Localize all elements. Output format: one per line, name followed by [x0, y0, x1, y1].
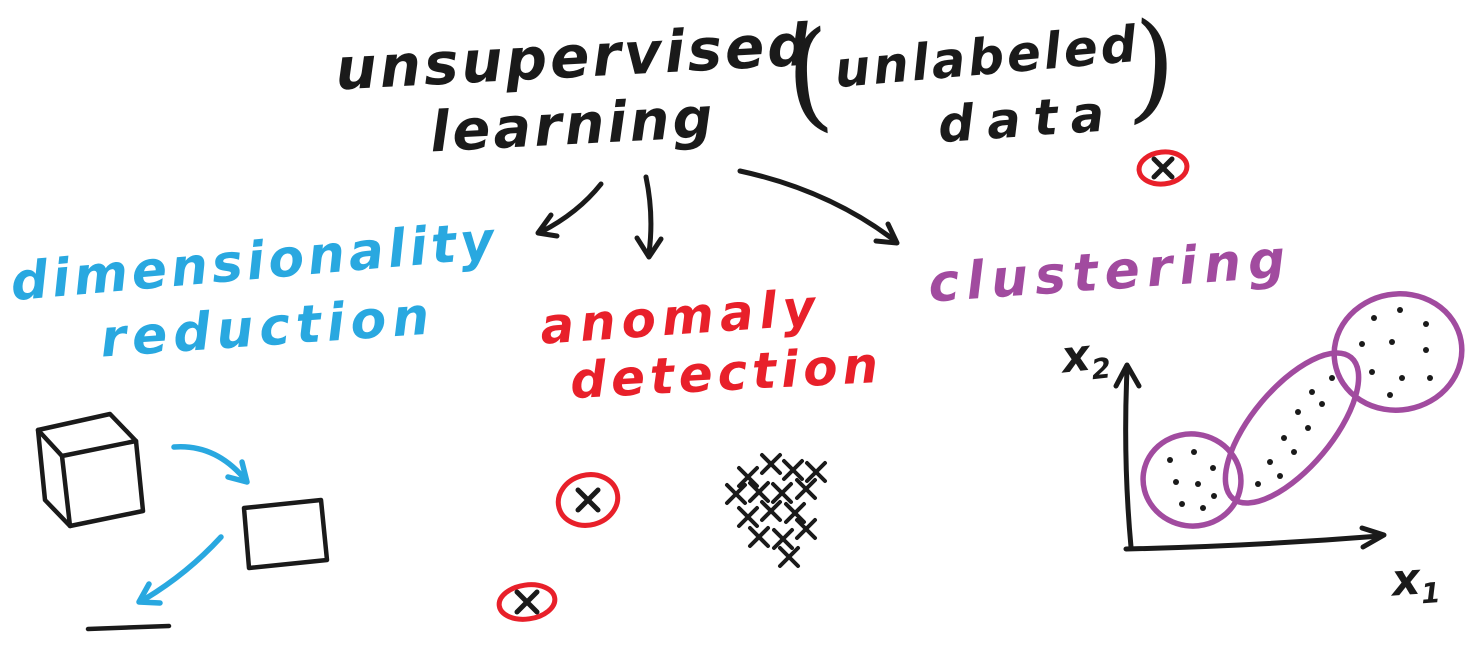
- blue-arrow-cube-to-square: [171, 444, 250, 485]
- arrow-head: [136, 581, 163, 606]
- arrow-head: [535, 212, 560, 239]
- square-2d-sketch: [241, 497, 330, 571]
- y-axis: [1113, 362, 1142, 550]
- x-mark: [805, 461, 827, 483]
- circled-anomalies: [496, 149, 1190, 622]
- arrow-to-clustering: [737, 168, 900, 246]
- cluster-dot: [1369, 369, 1375, 375]
- cluster-dot: [1359, 341, 1365, 347]
- paren-open: (: [781, 4, 837, 146]
- y-axis-label-letter: x: [1059, 329, 1093, 384]
- cluster-dot: [1281, 435, 1287, 441]
- cluster-dot: [1195, 481, 1201, 487]
- x-mark: [782, 459, 804, 481]
- x-mark: [772, 528, 794, 550]
- anomaly-circle: [1136, 149, 1190, 187]
- cluster-dot: [1397, 307, 1403, 313]
- cluster-dot: [1329, 375, 1335, 381]
- arrow-head: [873, 221, 900, 246]
- cluster-outline-3: [1331, 291, 1465, 413]
- cluster-dot: [1267, 459, 1273, 465]
- cluster-dot: [1423, 321, 1429, 327]
- x-mark: [795, 478, 817, 500]
- x-mark: [778, 546, 800, 568]
- cluster-dot: [1200, 505, 1206, 511]
- x-mark: [737, 466, 759, 488]
- blue-arrow-square-to-line: [136, 534, 224, 606]
- cluster-dot: [1210, 465, 1216, 471]
- x-axis-label-sub: 1: [1419, 576, 1442, 611]
- cube-3d-sketch: [35, 411, 146, 529]
- cluster-dot: [1179, 501, 1185, 507]
- cluster-dot: [1389, 339, 1395, 345]
- y-axis-line: [1123, 367, 1134, 550]
- x-mark: [795, 518, 817, 540]
- x-axis: [1123, 525, 1387, 552]
- arrow-to-anomaly-detection: [634, 174, 664, 260]
- label-detection: detection: [568, 335, 885, 411]
- x-axis-label-letter: x: [1390, 553, 1422, 607]
- x-mark: [760, 453, 782, 475]
- arrow-shaft: [538, 181, 604, 235]
- y-axis-label: x2: [1059, 329, 1113, 388]
- arrow-shaft: [171, 444, 246, 480]
- cluster-outlines: [1140, 291, 1465, 529]
- x-axis-line: [1123, 533, 1383, 552]
- scatter-x-marks: [725, 453, 827, 568]
- cluster-dot: [1305, 425, 1311, 431]
- paren-close: ): [1125, 0, 1181, 138]
- cluster-dot: [1399, 375, 1405, 381]
- line-1d-sketch: [85, 623, 172, 632]
- cluster-dot: [1309, 389, 1315, 395]
- y-axis-label-sub: 2: [1089, 351, 1113, 387]
- cube-top-face: [35, 411, 139, 459]
- cube-side-face: [35, 427, 73, 529]
- y-axis-arrow-head: [1113, 362, 1142, 389]
- cluster-dot: [1427, 375, 1433, 381]
- arrow-to-dimensionality-reduction: [535, 181, 604, 239]
- cluster-dots: [1167, 307, 1433, 511]
- x-mark: [748, 481, 770, 503]
- cluster-outline-2: [1222, 350, 1362, 506]
- annotation-line2: data: [936, 83, 1119, 155]
- cluster-dot: [1319, 401, 1325, 407]
- anomaly-circle: [496, 582, 558, 622]
- cluster-dot: [1255, 481, 1261, 487]
- arrow-head: [634, 235, 664, 260]
- cluster-dot: [1423, 347, 1429, 353]
- cube-front-face: [59, 438, 146, 529]
- arrow-shaft: [737, 168, 897, 243]
- anomaly-x-mark: [514, 589, 540, 615]
- x-mark: [760, 500, 782, 522]
- cluster-outline-1: [1140, 431, 1244, 529]
- x-mark: [725, 483, 747, 505]
- x-mark: [771, 482, 793, 504]
- cluster-dot: [1371, 315, 1377, 321]
- cluster-dot: [1191, 449, 1197, 455]
- title-line2: learning: [428, 85, 718, 166]
- square-outline: [241, 497, 330, 571]
- anomaly-x-mark: [575, 487, 601, 513]
- arrow-head: [225, 459, 250, 485]
- line-stroke: [85, 623, 172, 632]
- x-mark: [737, 506, 759, 528]
- anomaly-x-mark: [1151, 156, 1175, 180]
- x-axis-arrow-head: [1359, 525, 1387, 550]
- cluster-dot: [1211, 493, 1217, 499]
- arrow-shaft: [643, 174, 654, 256]
- cluster-dot: [1291, 449, 1297, 455]
- cluster-dot: [1387, 392, 1393, 398]
- x-mark: [748, 526, 770, 548]
- arrow-shaft: [142, 534, 224, 602]
- x-mark: [784, 502, 806, 524]
- cluster-dot: [1167, 457, 1173, 463]
- anomaly-circle: [555, 472, 621, 528]
- cluster-dot: [1295, 409, 1301, 415]
- cluster-dot: [1173, 479, 1179, 485]
- cluster-dot: [1277, 473, 1283, 479]
- x-axis-label: x1: [1390, 553, 1442, 611]
